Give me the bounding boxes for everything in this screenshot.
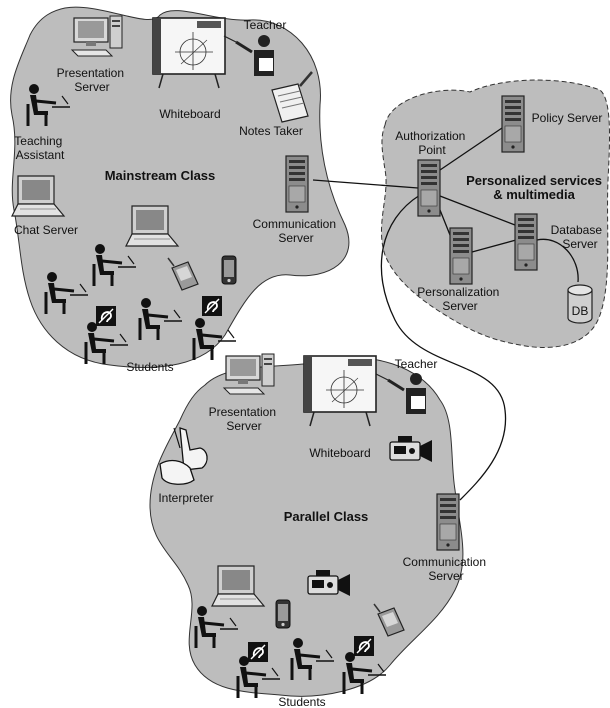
db-label: DB [572,304,589,318]
policy-server-icon [501,95,525,153]
database-server-icon [514,213,538,271]
parallel-class-title: Parallel Class [284,509,369,524]
phone-icon [221,255,237,285]
mainstream-communication-server-icon [285,155,309,213]
parallel-whiteboard-label: Whiteboard [309,446,370,460]
hearing-icon [353,635,375,657]
teacher-label: Teacher [244,18,287,32]
database-server-label: Database Server [551,223,606,251]
policy-server-label: Policy Server [532,111,603,125]
parallel-communication-server-label: Communication Server [403,555,490,583]
hearing-icon [247,641,269,663]
parallel-teacher-label: Teacher [395,357,438,371]
parallel-students-label: Students [278,695,325,708]
link-authorization-parallel-communication [380,194,507,501]
whiteboard-label: Whiteboard [159,107,220,121]
interpreter-label: Interpreter [158,491,213,505]
interpreter-hands-icon [159,427,208,485]
link-communication-authorization [312,179,419,189]
hearing-icon [201,295,223,317]
phone-icon [275,599,291,629]
teaching-assistant-label: Teaching Assistant [14,134,65,162]
personalization-server-label: Personalization Server [417,285,502,313]
authorization-point-label: Authorization Point [395,129,468,157]
notes-taker-label: Notes Taker [239,124,303,138]
chat-server-label: Chat Server [14,223,78,237]
link-database-db [536,238,579,283]
mainstream-communication-server-label: Communication Server [253,217,340,245]
mainstream-class-title: Mainstream Class [105,168,216,183]
link-personalization-database [471,239,517,253]
link-authorization-policy [439,127,503,171]
parallel-communication-server-icon [436,493,460,551]
link-authorization-database [439,195,516,226]
personalized-services-subtitle: & multimedia [493,187,575,202]
personalized-services-region [381,79,610,348]
presentation-server-label: Presentation Server [57,66,128,94]
personalized-services-title: Personalized services [466,173,602,188]
mainstream-students-label: Students [126,360,173,374]
personalization-server-icon [449,227,473,285]
parallel-presentation-server-label: Presentation Server [209,405,280,433]
hearing-icon [95,305,117,327]
authorization-point-server-icon [417,159,441,217]
